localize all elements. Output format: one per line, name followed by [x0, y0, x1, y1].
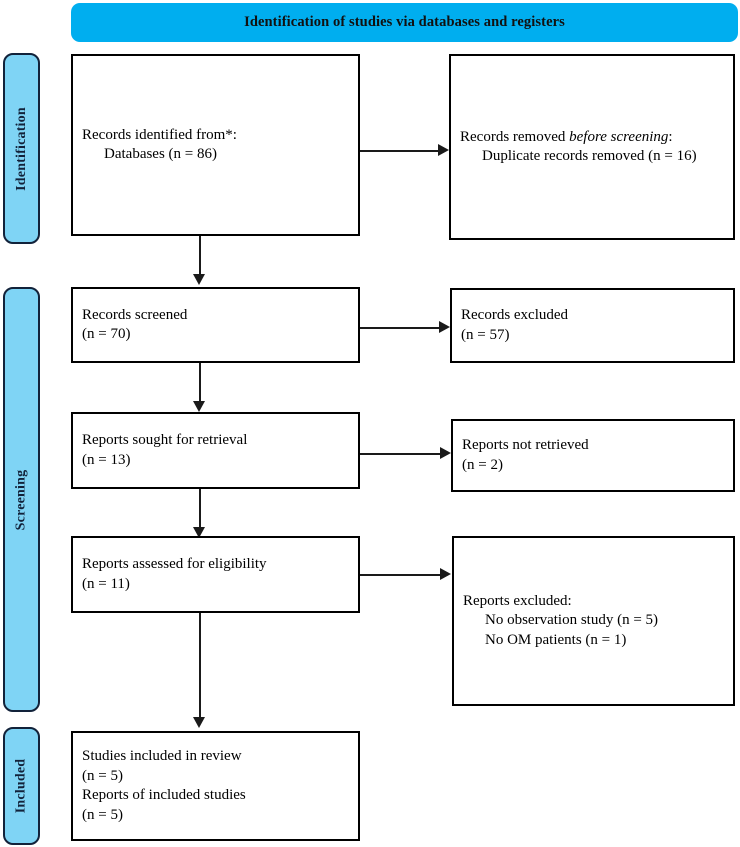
connector-identified-to-removed: [360, 150, 439, 152]
node-studies-included-body: Studies included in review (n = 5) Repor…: [73, 747, 358, 825]
stage-label-identification: Identification: [13, 106, 29, 191]
node-reports-not-retrieved: Reports not retrieved (n = 2): [451, 419, 735, 492]
records-identified-line-2: Databases (n = 86): [104, 146, 218, 162]
connector-screened-to-excluded: [360, 327, 440, 329]
stage-bar-identification: Identification: [3, 53, 40, 244]
arrowhead-sought-to-assessed: [193, 527, 206, 538]
studies-included-line-2: (n = 5): [82, 767, 123, 784]
reports-not-retrieved-line-1: Reports not retrieved: [462, 437, 589, 453]
connector-identified-to-screened: [199, 236, 201, 275]
node-reports-not-retrieved-body: Reports not retrieved (n = 2): [453, 436, 733, 475]
records-excluded-line-1: Records excluded: [461, 307, 569, 323]
connector-screened-to-sought: [199, 363, 201, 402]
node-records-excluded-body: Records excluded (n = 57): [452, 306, 733, 345]
connector-assessed-to-included: [199, 613, 201, 718]
node-reports-assessed-body: Reports assessed for eligibility (n = 11…: [73, 555, 358, 594]
diagram-header-banner: Identification of studies via databases …: [71, 3, 738, 42]
stage-bar-included: Included: [3, 727, 40, 845]
arrowhead-screened-to-sought: [193, 401, 206, 412]
node-records-removed: Records removed before screening: Duplic…: [449, 54, 735, 240]
diagram-title: Identification of studies via databases …: [244, 14, 565, 30]
records-screened-line-1: Records screened: [82, 306, 188, 323]
records-removed-text-b: :: [668, 128, 673, 145]
node-records-screened-body: Records screened (n = 70): [73, 306, 358, 345]
records-removed-text-italic: before screening: [569, 128, 669, 145]
stage-bar-screening: Screening: [3, 287, 40, 712]
connector-assessed-to-excluded: [360, 574, 441, 576]
arrowhead-assessed-to-included: [193, 717, 206, 728]
stage-label-screening: Screening: [13, 469, 29, 530]
reports-assessed-line-2: (n = 11): [82, 575, 130, 592]
stage-label-included: Included: [13, 758, 29, 814]
node-records-screened: Records screened (n = 70): [71, 287, 360, 363]
node-records-identified: Records identified from*: Databases (n =…: [71, 54, 360, 236]
reports-excluded-line-1: Reports excluded:: [463, 592, 572, 609]
records-removed-line-1: Records removed before screening:: [460, 128, 724, 148]
records-identified-line-1: Records identified from*:: [82, 126, 237, 143]
node-records-removed-body: Records removed before screening: Duplic…: [451, 128, 733, 167]
arrowhead-sought-to-not-retrieved: [440, 446, 451, 459]
arrowhead-screened-to-excluded: [439, 320, 450, 333]
studies-included-line-4: (n = 5): [82, 806, 123, 823]
arrowhead-identified-to-screened: [193, 274, 206, 285]
node-records-identified-body: Records identified from*: Databases (n =…: [73, 126, 358, 165]
reports-not-retrieved-line-2: (n = 2): [462, 456, 503, 473]
reports-excluded-line-2: No observation study (n = 5): [485, 612, 659, 629]
connector-sought-to-not-retrieved: [360, 453, 440, 455]
reports-sought-line-2: (n = 13): [82, 451, 131, 468]
reports-assessed-line-1: Reports assessed for eligibility: [82, 556, 267, 572]
records-removed-line-2: Duplicate records removed (n = 16): [482, 148, 697, 164]
arrowhead-identified-to-removed: [438, 143, 449, 156]
node-reports-assessed: Reports assessed for eligibility (n = 11…: [71, 536, 360, 613]
records-removed-text-a: Records removed: [460, 128, 570, 145]
connector-sought-to-assessed: [199, 489, 201, 528]
reports-sought-line-1: Reports sought for retrieval: [82, 432, 248, 448]
studies-included-line-3: Reports of included studies: [82, 787, 246, 803]
studies-included-line-1: Studies included in review: [82, 748, 242, 764]
records-excluded-line-2: (n = 57): [461, 326, 510, 343]
records-screened-line-2: (n = 70): [82, 326, 131, 342]
node-reports-excluded: Reports excluded: No observation study (…: [452, 536, 735, 706]
node-reports-excluded-body: Reports excluded: No observation study (…: [454, 592, 733, 651]
arrowhead-assessed-to-excluded: [440, 567, 451, 580]
node-records-excluded: Records excluded (n = 57): [450, 288, 735, 363]
node-reports-sought-body: Reports sought for retrieval (n = 13): [73, 431, 358, 470]
node-studies-included: Studies included in review (n = 5) Repor…: [71, 731, 360, 841]
node-reports-sought: Reports sought for retrieval (n = 13): [71, 412, 360, 489]
reports-excluded-line-3: No OM patients (n = 1): [485, 631, 627, 648]
